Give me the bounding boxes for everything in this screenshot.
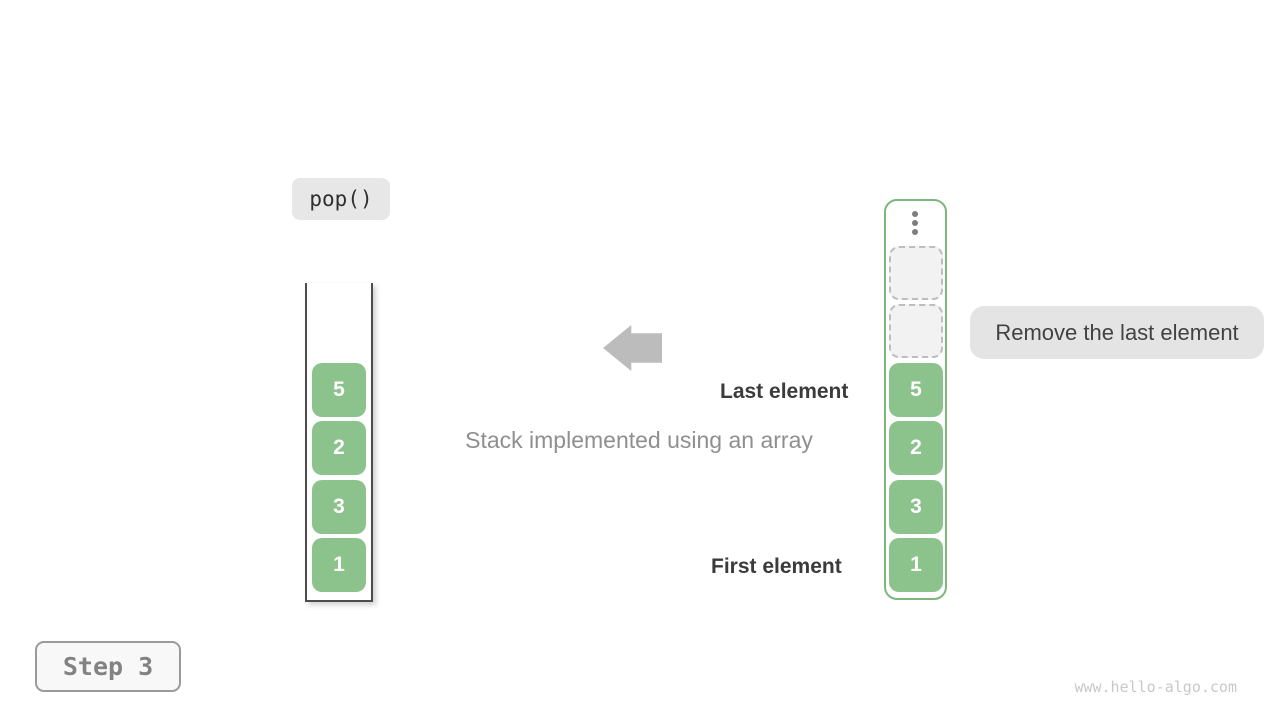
first-element-label: First element [711,555,842,578]
stack-cell: 5 [312,363,366,417]
array-cell: 1 [889,538,943,592]
vertical-dots-icon [912,211,918,235]
stack-cell: 1 [312,538,366,592]
array-cell: 2 [889,421,943,475]
array-cell: 3 [889,480,943,534]
operation-badge: pop() [292,178,390,220]
stack-cell: 3 [312,480,366,534]
empty-slot [889,246,943,300]
diagram-caption: Stack implemented using an array [465,427,813,453]
step-badge: Step 3 [35,641,181,692]
remove-note: Remove the last element [970,306,1264,359]
stack-cell: 2 [312,421,366,475]
watermark: www.hello-algo.com [1074,678,1237,696]
array-cell: 5 [889,363,943,417]
empty-slot [889,304,943,358]
last-element-label: Last element [720,380,849,403]
arrow-left-icon [603,325,662,371]
